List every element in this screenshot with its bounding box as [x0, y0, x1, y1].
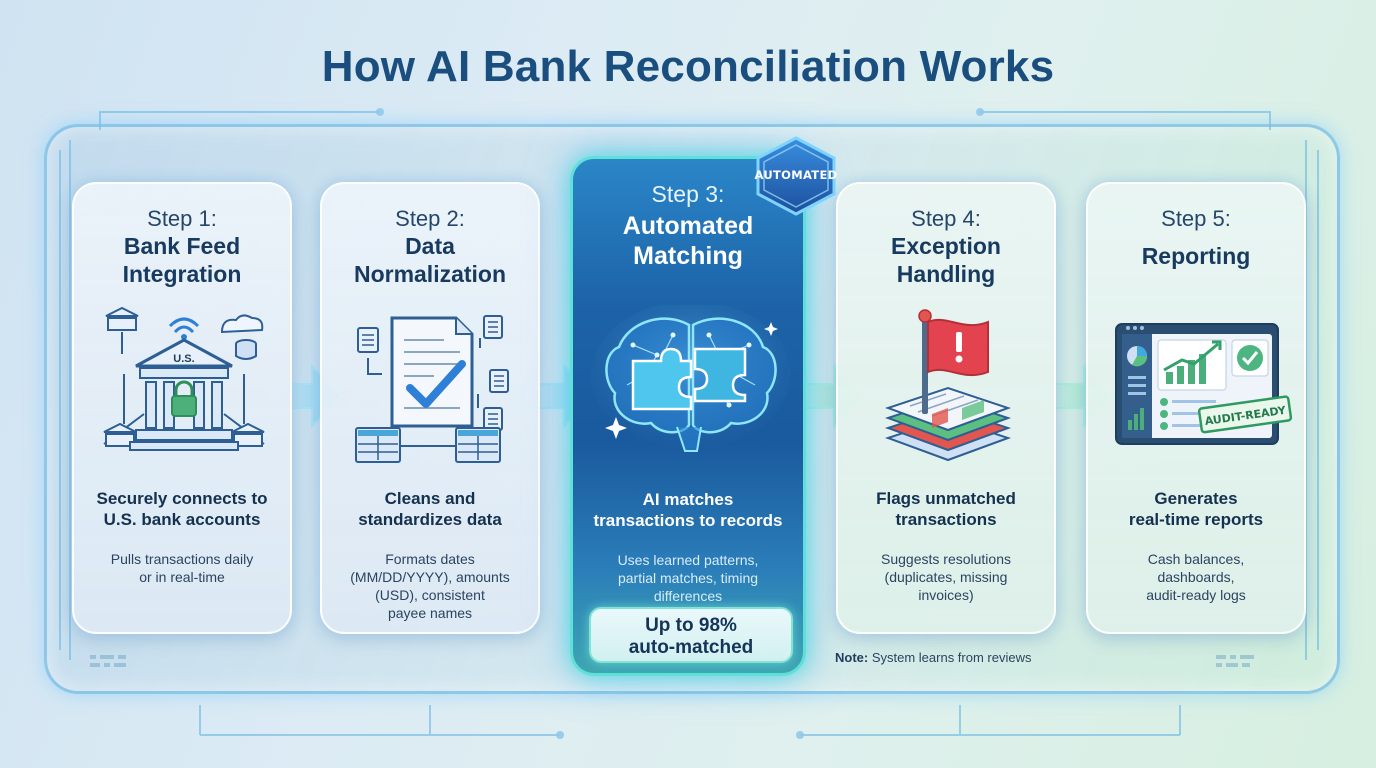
step-card-exception-handling: Step 4: Exception Handling Flags unmatch…: [836, 182, 1056, 634]
auto-match-rate-badge: Up to 98% auto-matched: [589, 607, 793, 663]
step-sub-line2: or in real-time: [139, 569, 225, 585]
step-sub-line3: audit-ready logs: [1146, 587, 1246, 603]
auto-match-rate: Up to 98%: [645, 615, 737, 636]
page-title: How AI Bank Reconciliation Works: [321, 42, 1055, 91]
automated-hexagon-badge: [756, 136, 836, 216]
step-label: Step 1:: [147, 206, 217, 231]
step-sub-line1: Cash balances,: [1147, 551, 1245, 567]
automated-badge-label: AUTOMATED: [754, 168, 838, 182]
bank-icon-label: U.S.: [173, 353, 194, 365]
step-sub-line2: partial matches, timing: [617, 570, 759, 586]
note-label: Note:: [835, 650, 869, 665]
step-sub-line4: payee names: [387, 605, 473, 621]
step-card-automated-matching: Step 3: Automated Matching: [570, 156, 806, 676]
step-sub-line1: Uses learned patterns,: [617, 552, 759, 568]
note-text: System learns from reviews: [868, 650, 1032, 665]
document-check-icon: [322, 308, 538, 478]
step-name-line2: Integration: [122, 261, 242, 287]
step-sub-line3: invoices): [918, 587, 974, 603]
step-desc-line2: transactions: [895, 510, 997, 529]
red-flag-icon: [838, 308, 1054, 478]
step-desc-line1: Securely connects to: [96, 489, 268, 508]
step-name-line2: Matching: [633, 242, 743, 270]
step-card-bank-feed: Step 1: Bank Feed Integration: [72, 182, 292, 634]
step-sub-line2: (duplicates, missing: [884, 569, 1008, 585]
step-label: Step 5:: [1161, 206, 1231, 231]
step-label: Step 4:: [911, 206, 981, 231]
step-sub-line2: dashboards,: [1157, 569, 1235, 585]
step-desc-line2: real-time reports: [1128, 510, 1264, 529]
step-desc-line1: AI matches: [642, 490, 734, 509]
step-sub-line1: Pulls transactions daily: [110, 551, 254, 567]
step-label: Step 3:: [651, 181, 725, 207]
step-name-line1: Automated: [622, 212, 754, 240]
step-sub-line1: Formats dates: [385, 551, 475, 567]
step-name-line2: Handling: [896, 261, 996, 287]
step-label: Step 2:: [395, 206, 465, 231]
step-desc-line2: standardizes data: [358, 510, 502, 529]
step-card-normalization: Step 2: Data Normalization Cleans a: [320, 182, 540, 634]
step-name-line1: Exception: [891, 233, 1001, 259]
step-name-line1: Data: [405, 233, 455, 259]
footer-note: Note: System learns from reviews: [835, 650, 1031, 665]
step-sub-line3: (USD), consistent: [375, 587, 485, 603]
bank-icon: U.S.: [74, 304, 290, 474]
step-sub-line3: differences: [653, 588, 723, 604]
auto-match-label: auto-matched: [628, 637, 754, 658]
step-card-reporting: Step 5: Reporting AUDIT-READY: [1086, 182, 1306, 634]
step-desc-line1: Flags unmatched: [876, 489, 1016, 508]
step-desc-line2: U.S. bank accounts: [103, 510, 261, 529]
brain-puzzle-icon: [573, 301, 803, 465]
step-name-line2: Normalization: [353, 261, 507, 287]
step-desc-line1: Cleans and: [384, 489, 476, 508]
step-name-line1: Reporting: [1141, 243, 1251, 269]
step-name-line1: Bank Feed: [123, 233, 241, 259]
step-desc-line1: Generates: [1154, 489, 1238, 508]
step-desc-line2: transactions to records: [593, 511, 783, 530]
step-sub-line1: Suggests resolutions: [881, 551, 1011, 567]
step-sub-line2: (MM/DD/YYYY), amounts: [350, 569, 510, 585]
dashboard-report-icon: AUDIT-READY: [1088, 320, 1304, 470]
